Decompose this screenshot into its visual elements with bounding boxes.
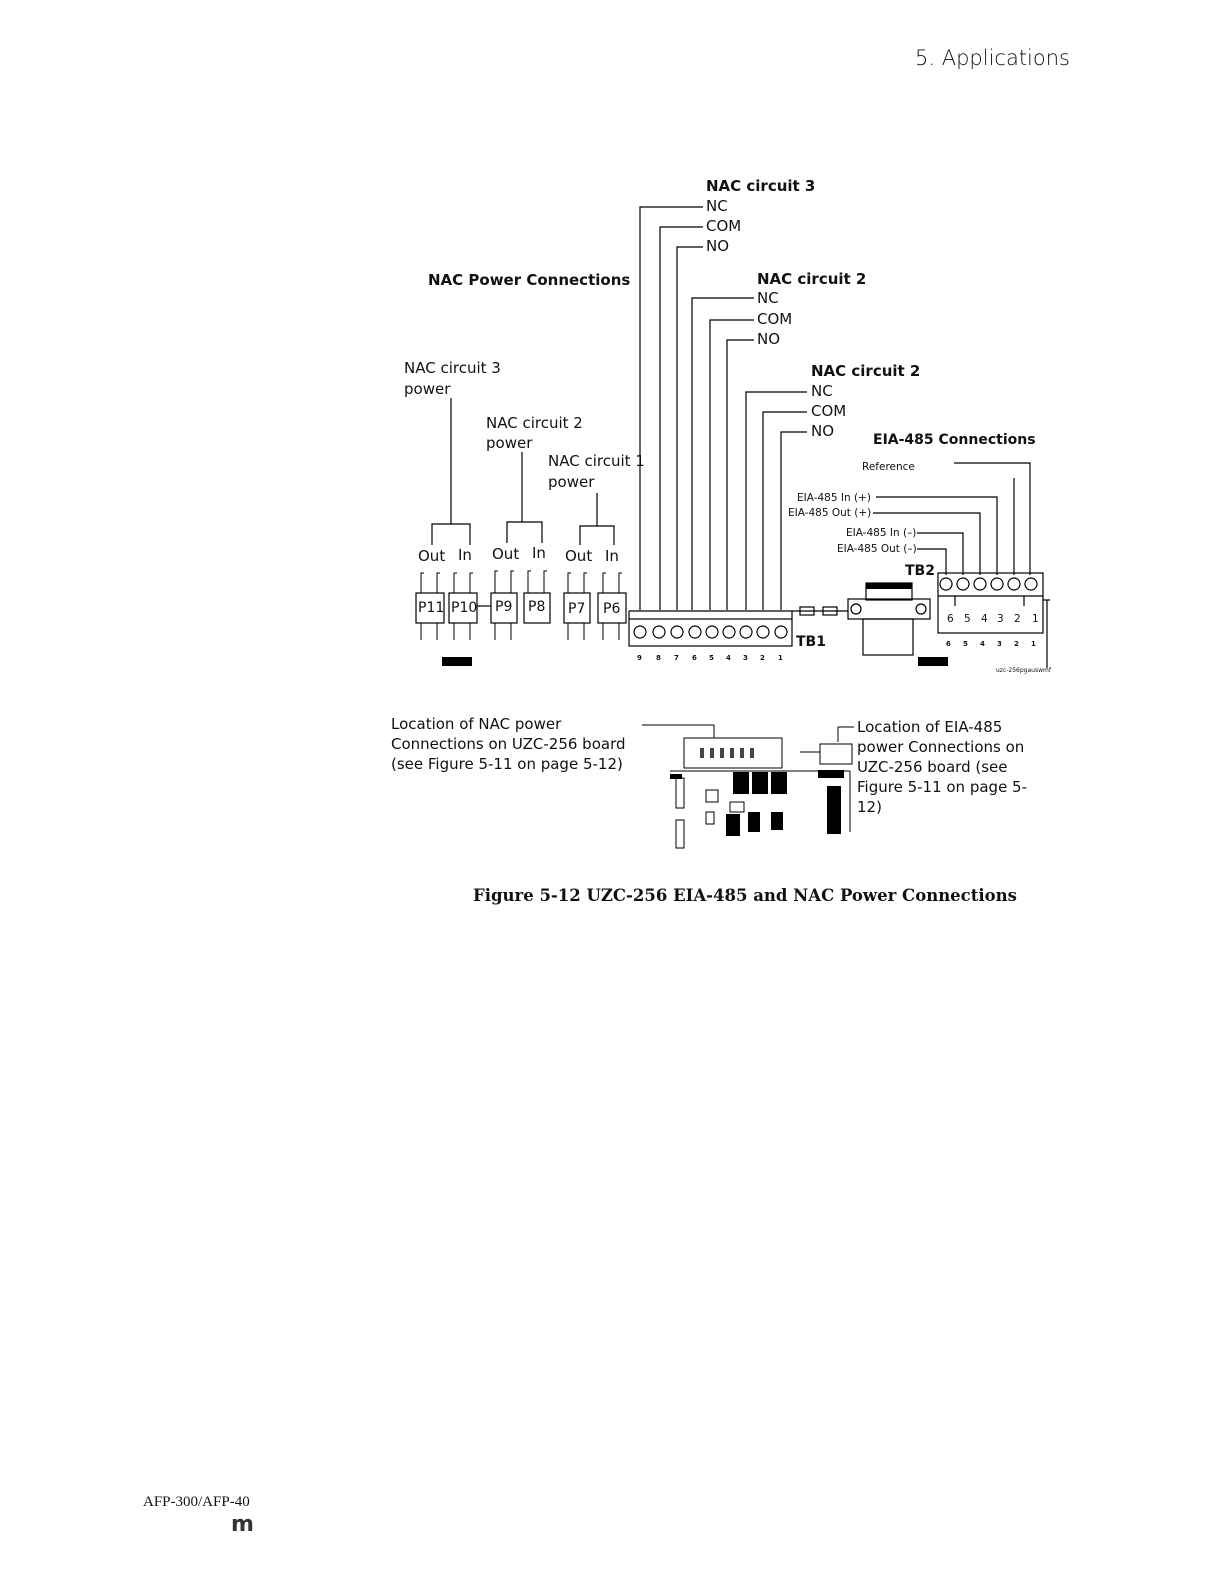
tb1-num-8: 8 (656, 654, 661, 662)
relay-group-3-title: NAC circuit 2 (811, 362, 921, 380)
tb1-num-7: 7 (674, 654, 679, 662)
out-label-1: Out (565, 547, 593, 565)
tb2-lower-num-3: 3 (997, 640, 1002, 648)
relay-group-1-com: COM (706, 217, 742, 235)
plug-p8: P8 (528, 599, 546, 615)
relay-group-1-nc: NC (706, 197, 728, 215)
board-thumbnail (642, 724, 854, 849)
relay-group-1-title: NAC circuit 3 (706, 177, 816, 195)
in-label-2: In (532, 544, 546, 562)
eia-location-note: Location of EIA-485 power Connections on… (857, 718, 1028, 816)
out-label-3: Out (418, 547, 446, 565)
relay-group-2-title: NAC circuit 2 (757, 270, 867, 288)
tb1-num-3: 3 (743, 654, 748, 662)
tb1-num-6: 6 (692, 654, 697, 662)
eia-reference: Reference (862, 461, 915, 473)
tb2-num-2: 2 (1014, 613, 1021, 625)
relay-group-3-com: COM (811, 402, 847, 420)
tb2-num-1: 1 (1032, 613, 1039, 625)
power-label-2-line2: power (486, 434, 533, 452)
power-label-1-line1: NAC circuit 1 (548, 452, 645, 470)
tb1-label: TB1 (796, 634, 826, 650)
power-label-3-line2: power (404, 380, 451, 398)
tb2-lower-num-2: 2 (1014, 640, 1019, 648)
tb2-lower-num-5: 5 (963, 640, 968, 648)
tb2-lower-num-4: 4 (980, 640, 985, 648)
footer-mark: m (231, 1512, 254, 1537)
tb1-num-4: 4 (726, 654, 731, 662)
tb1-num-1: 1 (778, 654, 783, 662)
tb1-num-9: 9 (637, 654, 642, 662)
relay-group-2-nc: NC (757, 289, 779, 307)
tb2-label: TB2 (905, 563, 935, 579)
relay-group-3-no: NO (811, 422, 835, 440)
power-label-1-line2: power (548, 473, 595, 491)
tb2-lower-num-6: 6 (946, 640, 951, 648)
power-label-2-line1: NAC circuit 2 (486, 414, 583, 432)
plug-p11: P11 (418, 600, 445, 616)
tb2-num-5: 5 (964, 613, 971, 625)
eia-title: EIA-485 Connections (873, 432, 1036, 448)
in-label-1: In (605, 547, 619, 565)
relay-group-3-nc: NC (811, 382, 833, 400)
power-label-3-line1: NAC circuit 3 (404, 359, 501, 377)
plug-p9: P9 (495, 599, 513, 615)
tb2-screws (850, 577, 1038, 615)
tb2-lower-num-1: 1 (1031, 640, 1036, 648)
section-header: 5. Applications (915, 46, 1070, 70)
footer-doc-id: AFP-300/AFP-40 (143, 1494, 250, 1510)
tb1-screws (633, 625, 788, 639)
eia-out-minus: EIA-485 Out (–) (837, 543, 917, 555)
out-label-2: Out (492, 545, 520, 563)
nac-location-note: Location of NAC power Connections on UZC… (391, 715, 626, 773)
plug-p6: P6 (603, 601, 621, 617)
plug-p7: P7 (568, 601, 586, 617)
tb2-num-6: 6 (947, 613, 954, 625)
relay-group-1-no: NO (706, 237, 730, 255)
in-label-3: In (458, 546, 472, 564)
tb2-num-3: 3 (997, 613, 1004, 625)
file-name: uzc-256pgauswmf (996, 667, 1051, 674)
tb2-num-4: 4 (981, 613, 988, 625)
tb1-num-2: 2 (760, 654, 765, 662)
eia-out-plus: EIA-485 Out (+) (788, 507, 872, 519)
tb1-num-5: 5 (709, 654, 714, 662)
relay-group-2-com: COM (757, 310, 793, 328)
relay-group-2-no: NO (757, 330, 781, 348)
eia-in-plus: EIA-485 In (+) (797, 492, 871, 504)
eia-in-minus: EIA-485 In (–) (846, 527, 917, 539)
figure-caption: Figure 5-12 UZC-256 EIA-485 and NAC Powe… (473, 886, 1017, 905)
plug-p10: P10 (451, 600, 478, 616)
nac-power-title: NAC Power Connections (428, 271, 631, 289)
